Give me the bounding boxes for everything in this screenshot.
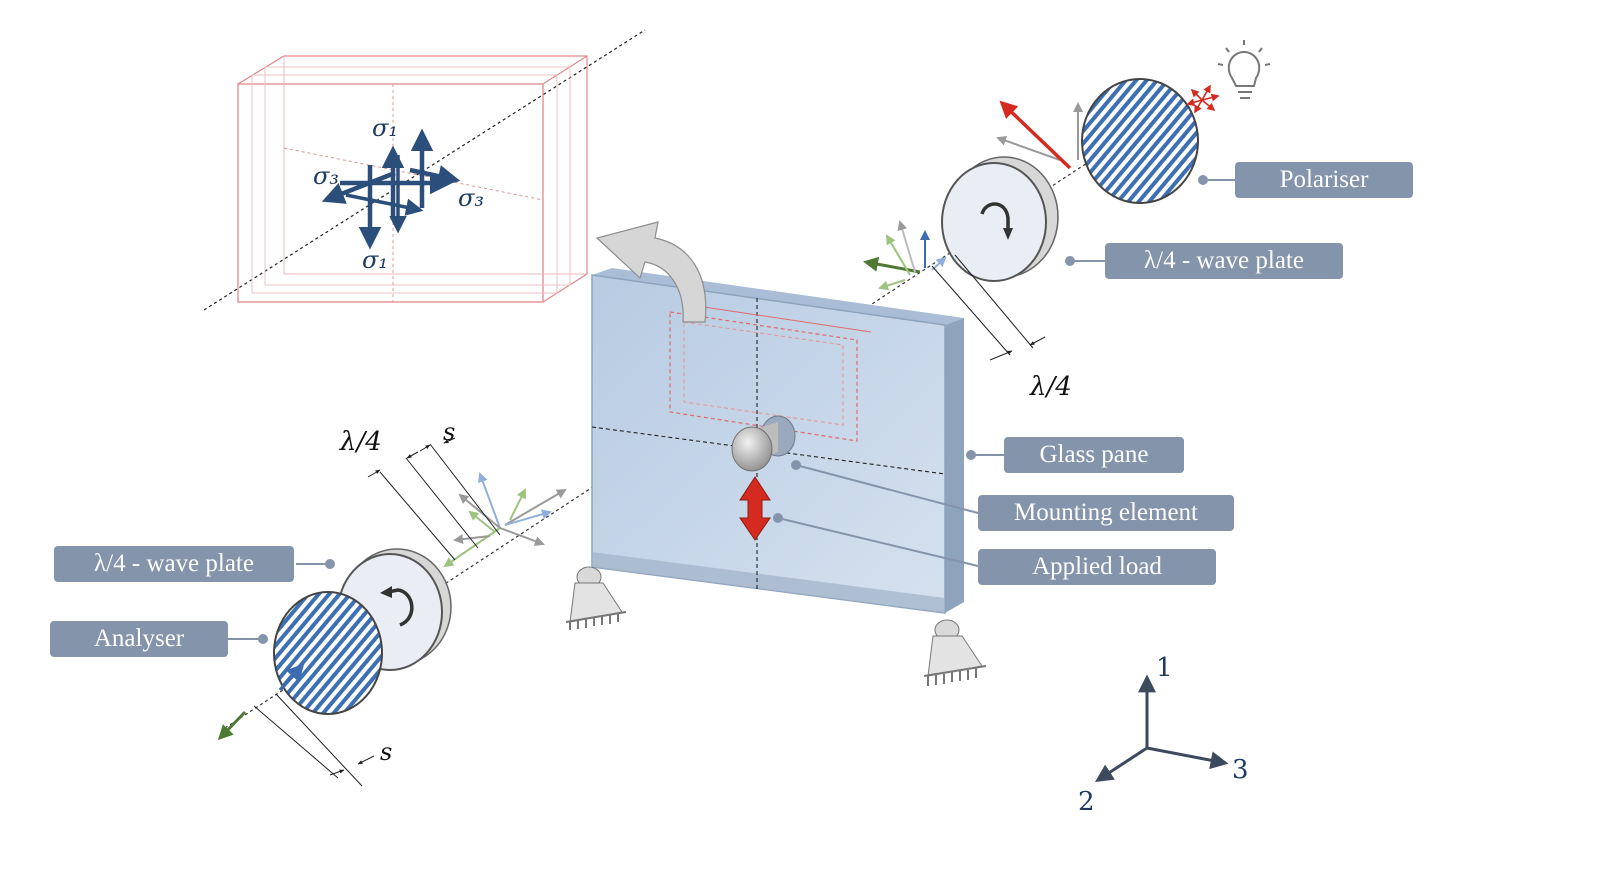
sigma1-bottom-label: σ₁ xyxy=(362,246,388,274)
unpolarised-light-arrows xyxy=(1186,84,1220,114)
s-bottom-label: s xyxy=(380,738,392,766)
s-top-label: s xyxy=(443,418,455,446)
wave-plate-bottom-tag: λ/4 - wave plate xyxy=(54,546,294,582)
sigma3-left-label: σ₃ xyxy=(313,162,339,190)
rotation-arrow-icon xyxy=(980,202,1010,232)
applied-load-arrow xyxy=(739,476,771,541)
light-bulb-icon xyxy=(1217,40,1271,99)
optical-axis xyxy=(203,29,646,311)
polariser-tag: Polariser xyxy=(1235,162,1413,198)
mounting-element xyxy=(731,415,796,472)
sigma3-right-label: σ₃ xyxy=(458,184,484,212)
mounting-element-tag: Mounting element xyxy=(978,495,1234,531)
polariser-disc xyxy=(996,78,1199,204)
wave-plate-top-tag: λ/4 - wave plate xyxy=(1105,243,1343,279)
quarter-wave-top-label: λ/4 xyxy=(1029,372,1072,402)
applied-load-tag: Applied load xyxy=(978,549,1216,585)
light-vectors-top xyxy=(863,220,947,291)
sigma1-top-label: σ₁ xyxy=(372,114,398,142)
axis-3-label: 3 xyxy=(1232,755,1249,785)
dimension-s-bottom xyxy=(253,693,375,787)
detail-pointer-arrow xyxy=(595,221,707,323)
glass-pane-tag: Glass pane xyxy=(1004,437,1184,473)
analyser-disc xyxy=(273,591,383,715)
dimension-quarter-wave-top xyxy=(931,254,1046,361)
coordinate-axes-icon xyxy=(1094,674,1229,782)
quarter-wave-left-label: λ/4 xyxy=(339,427,382,457)
stress-detail-box xyxy=(237,55,588,303)
bearing-support-right-icon xyxy=(923,619,987,686)
dimension-quarter-wave-left xyxy=(367,437,501,561)
analyser-tag: Analyser xyxy=(50,621,228,657)
wave-plate-top xyxy=(941,156,1059,282)
bearing-support-left-icon xyxy=(565,566,627,630)
axis-2-label: 2 xyxy=(1078,787,1095,817)
leader-lines xyxy=(228,175,1237,644)
axis-1-label: 1 xyxy=(1156,653,1173,683)
stress-arrows xyxy=(321,128,461,250)
